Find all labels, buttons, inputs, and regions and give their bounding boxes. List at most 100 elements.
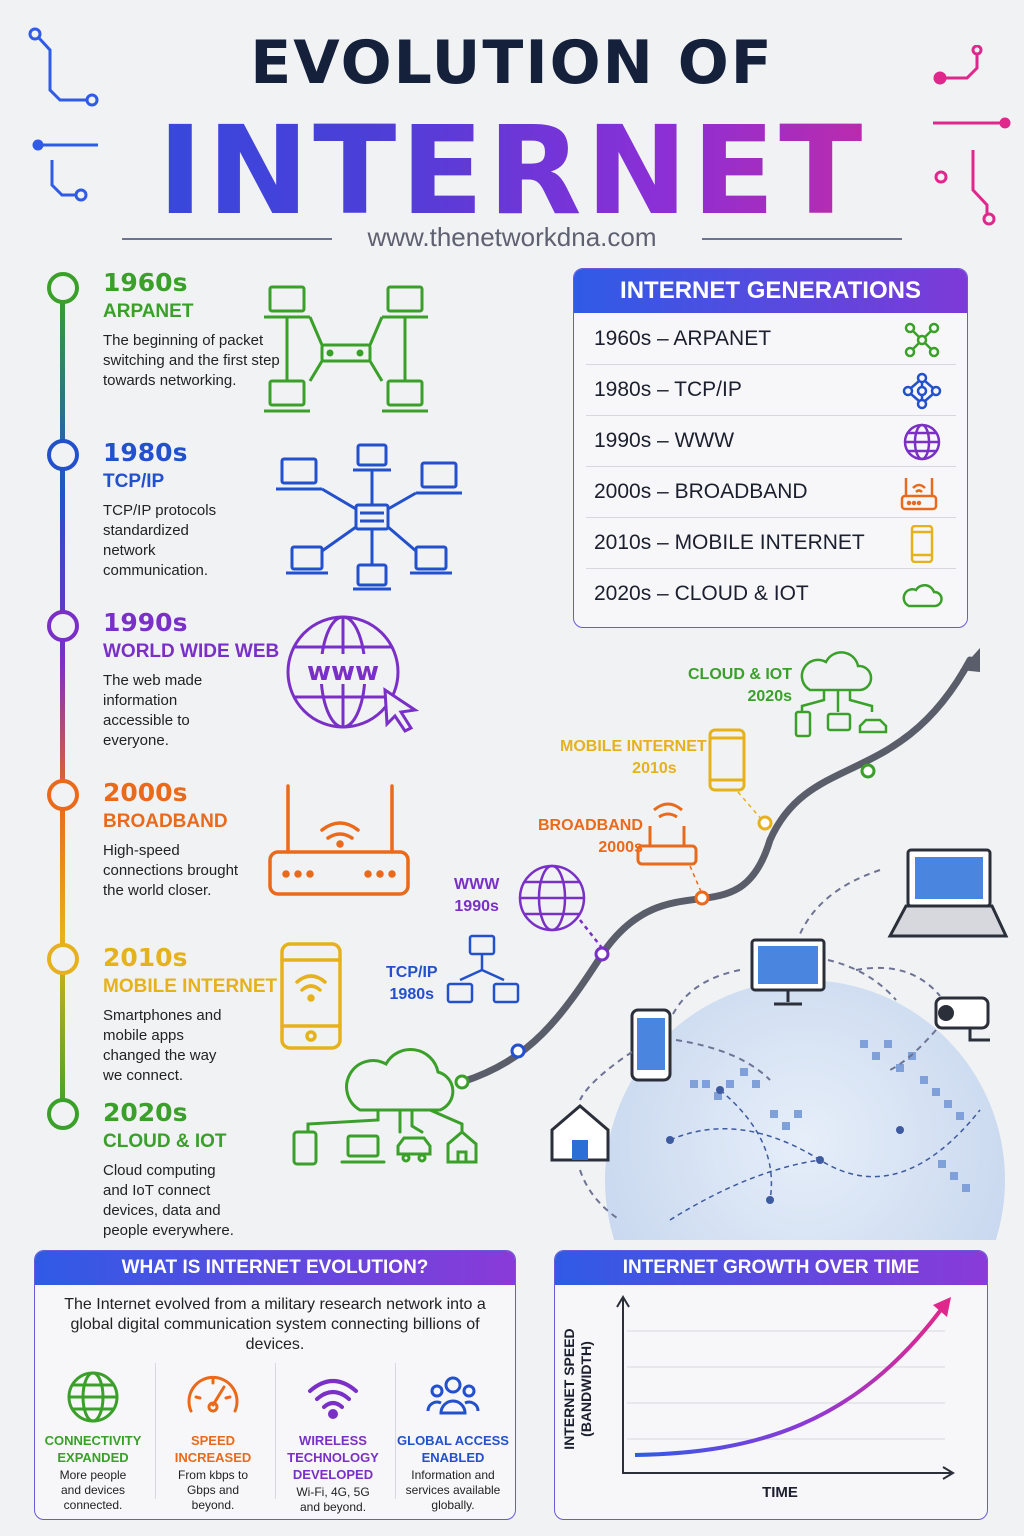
era-2020s: 2020s CLOUD & IOT Cloud computing and Io… bbox=[103, 1098, 283, 1241]
era-year: 1960s bbox=[103, 268, 188, 297]
era-name: WORLD WIDE WEB bbox=[103, 641, 280, 662]
era-name: TCP/IP bbox=[103, 471, 165, 492]
generation-row: 1990s – WWW bbox=[586, 417, 956, 467]
what-is-intro: The Internet evolved from a military res… bbox=[64, 1296, 486, 1353]
feature-global-access: GLOBAL ACCESS ENABLED Information and se… bbox=[395, 1369, 511, 1513]
timeline-node-1960s bbox=[47, 272, 79, 304]
generation-row: 2020s – CLOUD & IOT bbox=[586, 570, 956, 620]
security-camera-icon bbox=[934, 996, 990, 1042]
growth-chart bbox=[616, 1295, 955, 1480]
era-year: 1990s bbox=[103, 608, 188, 637]
era-desc: High-speed connections brought the world… bbox=[103, 842, 239, 899]
router-icon bbox=[900, 478, 938, 511]
wifi-icon bbox=[308, 1379, 358, 1419]
svg-text:www: www bbox=[307, 657, 379, 687]
circuit-right-icon bbox=[933, 45, 1011, 226]
era-year: 2000s bbox=[103, 778, 188, 807]
timeline-node-1980s bbox=[47, 439, 79, 471]
timeline-node-1990s bbox=[47, 610, 79, 642]
timeline-line bbox=[60, 288, 65, 1118]
website-url[interactable]: www.thenetworkdna.com bbox=[367, 222, 657, 252]
era-year: 2010s bbox=[103, 943, 188, 972]
tcpip-icon bbox=[446, 934, 520, 1004]
generation-row-text: 2000s – BROADBAND bbox=[594, 480, 808, 503]
mobile-icon bbox=[708, 728, 763, 821]
generation-row-text: 1960s – ARPANET bbox=[594, 327, 772, 350]
smart-home-icon bbox=[550, 1104, 610, 1162]
generation-row-text: 2020s – CLOUD & IOT bbox=[594, 582, 809, 605]
title-top: EVOLUTION OF bbox=[250, 28, 774, 98]
era-desc: The web made information accessible to e… bbox=[103, 672, 203, 749]
cloud-devices-icon bbox=[292, 1047, 478, 1166]
speedometer-icon bbox=[187, 1375, 239, 1413]
broadband-icon bbox=[636, 802, 703, 895]
feature-connectivity: CONNECTIVITY EXPANDED More people and de… bbox=[35, 1369, 151, 1513]
cloud-iot-icon bbox=[794, 651, 888, 738]
subtitle-line-right bbox=[702, 238, 902, 240]
broadband-router-icon bbox=[268, 784, 410, 896]
generation-row: 1960s – ARPANET bbox=[586, 315, 956, 365]
feature-wireless: WIRELESS TECHNOLOGY DEVELOPED Wi-Fi, 4G,… bbox=[275, 1369, 391, 1515]
era-year: 2020s bbox=[103, 1098, 188, 1127]
generations-panel: INTERNET GENERATIONS 1960s – ARPANET 198… bbox=[573, 268, 968, 628]
smartphone-icon bbox=[280, 942, 342, 1050]
timeline-node-2020s bbox=[47, 1098, 79, 1130]
generation-row: 2010s – MOBILE INTERNET bbox=[586, 519, 956, 569]
generation-row-text: 1990s – WWW bbox=[594, 429, 735, 452]
generation-row: 2000s – BROADBAND bbox=[586, 468, 956, 518]
era-2000s: 2000s BROADBAND High-speed connections b… bbox=[103, 778, 283, 901]
smartphone-device-icon bbox=[630, 1008, 672, 1082]
users-icon bbox=[426, 1376, 480, 1415]
growth-title: INTERNET GROWTH OVER TIME bbox=[555, 1251, 987, 1285]
subtitle-line-left bbox=[122, 238, 332, 240]
growth-curve-illustration bbox=[446, 648, 1009, 1240]
feature-divider bbox=[155, 1363, 156, 1499]
what-is-title: WHAT IS INTERNET EVOLUTION? bbox=[35, 1251, 515, 1285]
monitor-icon bbox=[750, 938, 826, 1006]
era-name: BROADBAND bbox=[103, 811, 228, 832]
www-globe-icon: www bbox=[286, 615, 420, 733]
feature-divider bbox=[275, 1363, 276, 1499]
era-desc: Smartphones and mobile apps changed the … bbox=[103, 1007, 222, 1084]
era-desc: TCP/IP protocols standardized network co… bbox=[103, 502, 217, 579]
era-1980s: 1980s TCP/IP TCP/IP protocols standardiz… bbox=[103, 438, 283, 581]
arpanet-network-icon bbox=[264, 285, 428, 413]
hierarchy-icon bbox=[902, 372, 942, 410]
globe-icon bbox=[67, 1371, 119, 1423]
cloud-icon bbox=[902, 583, 943, 608]
circuit-left-icon bbox=[28, 27, 99, 202]
growth-panel: INTERNET GROWTH OVER TIME INTERNET SPEED… bbox=[554, 1250, 988, 1520]
era-name: CLOUD & IOT bbox=[103, 1131, 227, 1152]
timeline-node-2010s bbox=[47, 943, 79, 975]
laptop-icon bbox=[887, 848, 1009, 938]
generation-row: 1980s – TCP/IP bbox=[586, 366, 956, 416]
era-desc: Cloud computing and IoT connect devices,… bbox=[103, 1162, 234, 1239]
growth-ylabel: INTERNET SPEED (BANDWIDTH) bbox=[561, 1328, 594, 1450]
era-1990s: 1990s WORLD WIDE WEB The web made inform… bbox=[103, 608, 283, 751]
feature-divider bbox=[395, 1363, 396, 1499]
generation-row-text: 1980s – TCP/IP bbox=[594, 378, 742, 401]
mesh-icon bbox=[904, 322, 940, 358]
globe-icon bbox=[903, 423, 941, 461]
growth-xlabel: TIME bbox=[762, 1484, 798, 1501]
era-desc: The beginning of packet switching and th… bbox=[103, 332, 280, 389]
www-icon bbox=[518, 864, 603, 949]
what-is-panel: WHAT IS INTERNET EVOLUTION? The Internet… bbox=[34, 1250, 516, 1520]
globe-icon bbox=[605, 980, 1005, 1240]
generations-title: INTERNET GENERATIONS bbox=[574, 269, 967, 313]
era-year: 1980s bbox=[103, 438, 188, 467]
era-2010s: 2010s MOBILE INTERNET Smartphones and mo… bbox=[103, 943, 283, 1086]
era-name: MOBILE INTERNET bbox=[103, 976, 278, 997]
feature-speed: SPEED INCREASED From kbps to Gbps and be… bbox=[155, 1369, 271, 1513]
timeline-node-2000s bbox=[47, 779, 79, 811]
era-name: ARPANET bbox=[103, 301, 194, 322]
generation-row-text: 2010s – MOBILE INTERNET bbox=[594, 531, 865, 554]
tcpip-star-network-icon bbox=[276, 443, 462, 591]
phone-icon bbox=[910, 525, 934, 563]
era-1960s: 1960s ARPANET The beginning of packet sw… bbox=[103, 268, 283, 391]
